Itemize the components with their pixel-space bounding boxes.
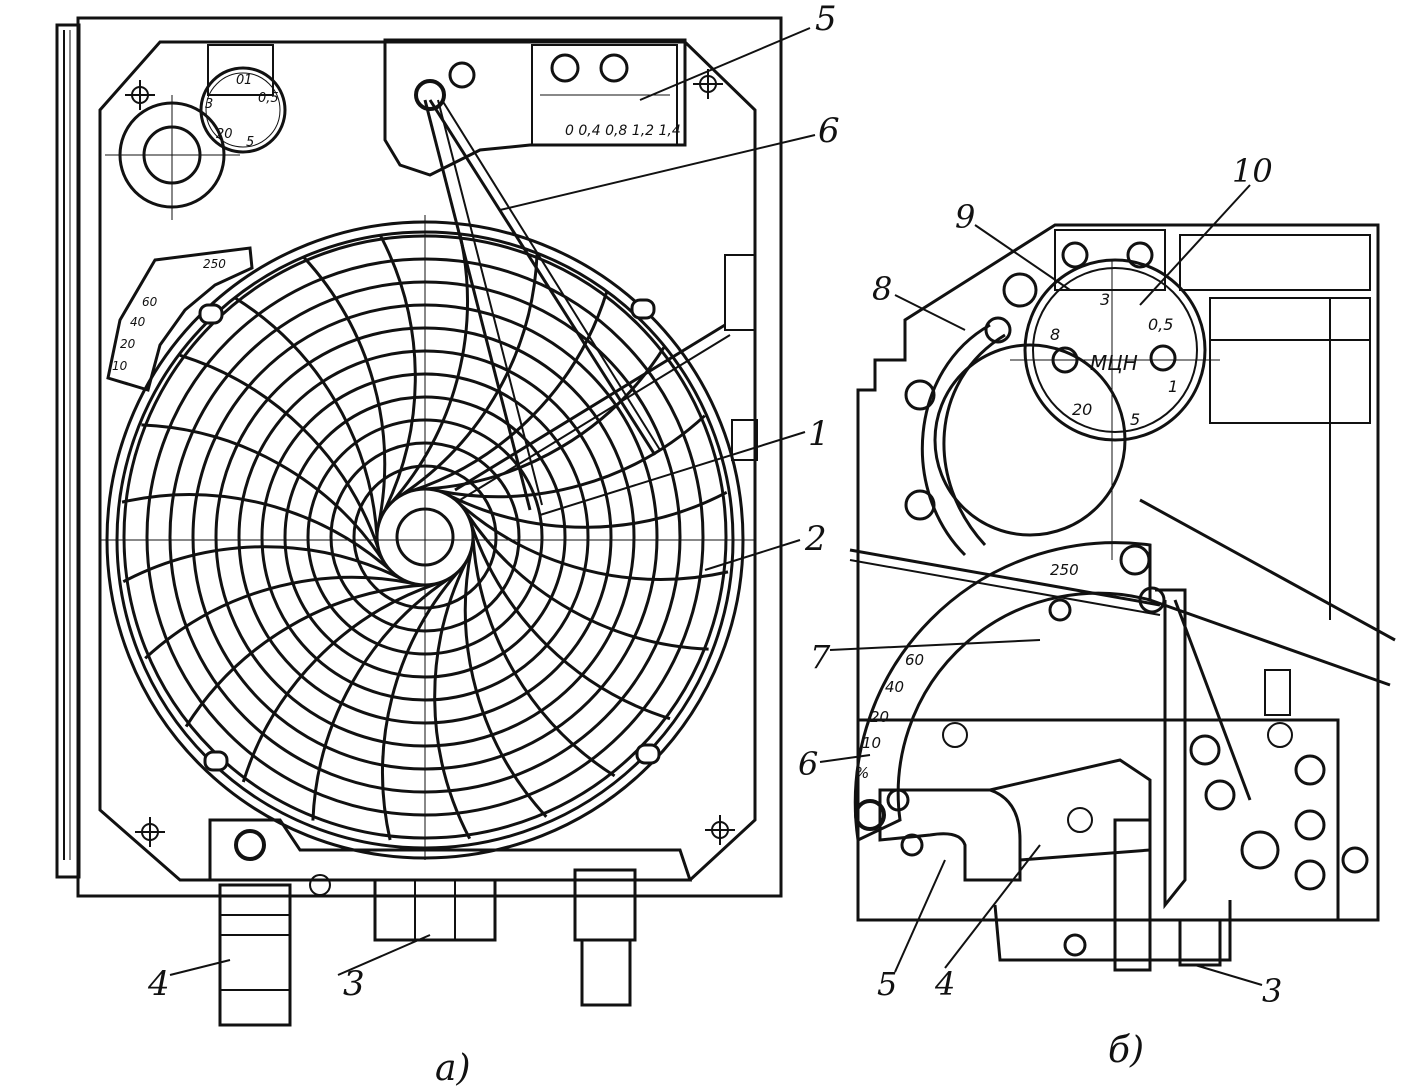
scale-b-label: 250 — [1050, 561, 1079, 579]
callout-b-5: 5 — [877, 965, 897, 1003]
scale-b-label: 40 — [885, 678, 904, 696]
chart-time-arc — [144, 575, 413, 660]
tube — [920, 323, 991, 557]
rocker — [989, 758, 1152, 862]
chart-time-arc — [302, 256, 387, 525]
callout-4: 4 — [147, 964, 170, 1004]
chart-time-arc — [241, 581, 438, 783]
pen-bracket — [383, 38, 687, 177]
chart-time-arc — [141, 423, 385, 562]
dial-label: 5 — [246, 135, 254, 150]
chart-disk — [100, 215, 755, 860]
dial-b-label: 8 — [1050, 325, 1060, 344]
panel-b: 3 МЦН 0,5 8 1 20 5 250 60 40 20 10 % — [798, 152, 1396, 1071]
scale-b-label: 10 — [862, 734, 881, 752]
callout-leaders — [169, 27, 816, 976]
scale-b-label: 20 — [870, 708, 889, 726]
chart-time-arc — [469, 524, 671, 721]
chart-time-arc — [471, 536, 616, 778]
chart-time-arc — [234, 296, 379, 538]
dial-b-label: МЦН — [1090, 351, 1138, 375]
callout-2: 2 — [804, 519, 827, 559]
chart-time-arc — [412, 291, 609, 493]
callout-leaders-b — [819, 184, 1263, 986]
callout-b-3: 3 — [1262, 972, 1282, 1010]
connector-3 — [373, 878, 497, 942]
ruler-label: 0 0,4 0,8 1,2 1,4 — [565, 123, 681, 139]
ruler-plate — [531, 44, 678, 146]
dial-b-label: 5 — [1130, 410, 1140, 429]
dial-b-label: 20 — [1072, 400, 1092, 419]
callout-b-8: 8 — [872, 270, 892, 308]
callout-b-9: 9 — [955, 198, 975, 236]
dial-label: 0 — [236, 73, 244, 88]
dial-label: 1 — [244, 73, 252, 88]
dial-label: 0,5 — [258, 91, 279, 106]
scale-label: 250 — [203, 257, 226, 271]
connector-4 — [218, 883, 292, 1027]
lower-block — [856, 718, 1340, 922]
pen-arm-2 — [428, 99, 657, 456]
mount-holes — [125, 69, 735, 847]
pen-arm — [423, 99, 532, 511]
bottom-bracket — [993, 900, 1232, 962]
chart-time-arc — [311, 577, 450, 821]
chart-time-arc — [389, 233, 469, 505]
chart-time-arc — [378, 234, 417, 514]
callout-b-6: 6 — [798, 745, 818, 783]
chart-time-arc — [184, 583, 426, 728]
dial-b — [1023, 258, 1207, 442]
callout-5: 5 — [815, 0, 837, 39]
chart-time-arc — [448, 490, 728, 529]
chart-time-arc — [463, 549, 548, 818]
chart-time-arc — [122, 545, 402, 584]
arc-scale — [853, 541, 1152, 843]
chart-time-arc — [437, 414, 706, 499]
callout-6: 6 — [818, 111, 840, 151]
callout-b-4: 4 — [934, 965, 955, 1003]
side-scale — [106, 246, 254, 392]
chart-time-arc — [424, 346, 666, 491]
callout-1: 1 — [808, 414, 830, 454]
vertical-lever — [1155, 588, 1187, 910]
dial-label: 20 — [216, 127, 233, 142]
caption-b: б) — [1108, 1030, 1144, 1071]
hinge-strip — [55, 23, 81, 879]
chart-time-arc — [400, 253, 539, 497]
scale-label: 60 — [142, 295, 158, 309]
callout-3: 3 — [343, 964, 365, 1004]
dial-b-label: 0,5 — [1148, 315, 1173, 334]
chart-time-arc — [457, 501, 729, 581]
scale-label: 20 — [120, 337, 136, 351]
clamp — [878, 788, 1022, 882]
scale-b-label: 60 — [905, 651, 924, 669]
dial-b-label: 1 — [1168, 377, 1178, 396]
panel-a: 0 1 0,5 20 5 3 0 0,4 0,8 1,2 1,4 — [55, 0, 840, 1089]
small-dial — [199, 66, 287, 154]
dial-bracket — [207, 44, 274, 96]
bottom-rail — [208, 818, 693, 882]
dial-label: 3 — [205, 97, 213, 112]
chart-time-arc — [179, 353, 381, 550]
chart-time-arc — [465, 512, 709, 651]
chart-time-arc — [381, 569, 461, 841]
scale-label: 40 — [130, 315, 146, 329]
chart-time-arc — [433, 560, 472, 840]
chart-time-arc — [121, 493, 393, 573]
callout-b-7: 7 — [810, 638, 831, 676]
dial-b-label: 3 — [1100, 290, 1110, 309]
housing-b — [856, 223, 1380, 922]
callout-b-10: 10 — [1232, 152, 1273, 190]
scale-label: 10 — [112, 359, 128, 373]
caption-a: а) — [435, 1048, 471, 1089]
